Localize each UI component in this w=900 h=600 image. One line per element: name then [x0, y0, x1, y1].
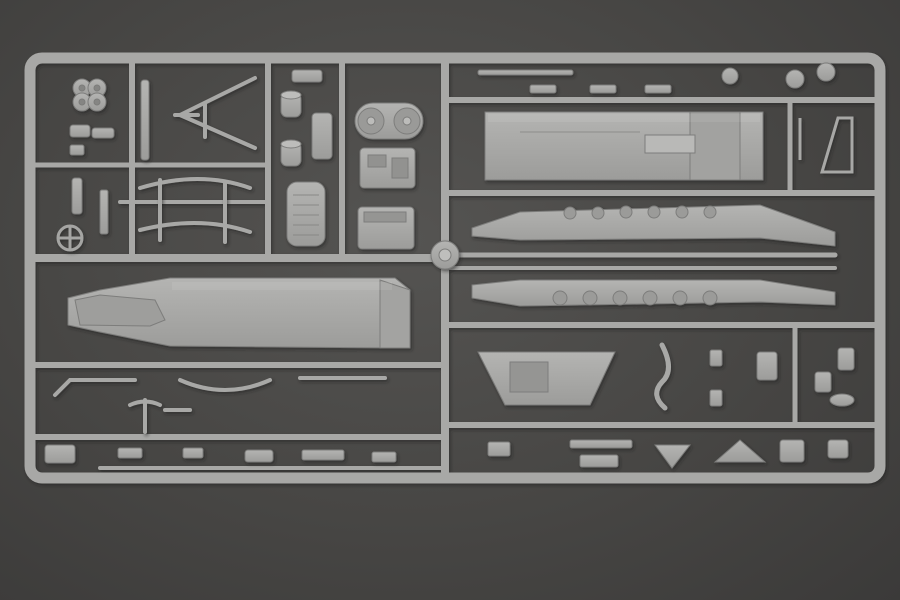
misc-right-parts [709, 347, 855, 407]
fan-wheels-part [72, 78, 107, 112]
side-wheel-panel-upper [471, 204, 836, 247]
sprue-gate-hub [430, 240, 460, 270]
front-plate-part [477, 351, 616, 406]
hull-top-part [484, 111, 764, 181]
top-row-parts [529, 62, 836, 94]
exhaust-pipe-lower [53, 376, 387, 397]
rear-hull-part [798, 116, 854, 174]
engine-grille-part [286, 181, 326, 247]
sprue-frame [24, 52, 886, 484]
gun-barrel-part [477, 69, 574, 76]
engine-block-part [359, 147, 416, 189]
side-wheel-panel-lower [471, 279, 836, 307]
gear-box-part [357, 206, 415, 250]
tow-bar-part [173, 76, 257, 150]
exhaust-pipe-part [654, 342, 671, 411]
suspension-parts [138, 177, 252, 244]
radiator-fans-part [354, 102, 424, 140]
pickaxe-tool [128, 398, 192, 434]
rod-part [140, 79, 150, 161]
handwheel-part [56, 224, 84, 252]
highlights [172, 114, 760, 290]
cylinder-parts [280, 69, 333, 167]
small-bracket-parts [69, 124, 115, 235]
bottom-row-parts [44, 439, 849, 469]
upper-hull-deck-part [67, 277, 411, 349]
